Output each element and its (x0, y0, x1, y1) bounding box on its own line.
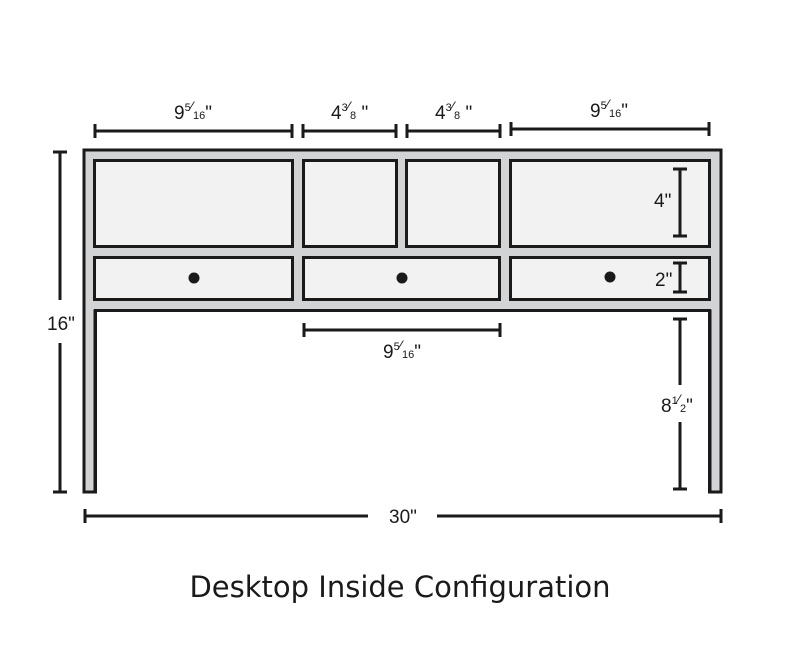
drawer-knob-icon (604, 271, 616, 283)
dim-line-leg-clearance (673, 317, 687, 491)
dim-line-overall-width (83, 509, 723, 523)
dim-label-cubby-2: 43⁄8 " (331, 98, 368, 124)
cubby-row (93, 159, 711, 248)
dim-label-cubby-1: 95⁄16" (174, 98, 212, 124)
dim-label-drawer-width: 95⁄16" (383, 337, 421, 363)
dim-label-cubby-4: 95⁄16" (590, 96, 628, 122)
dim-label-overall-width: 30" (389, 507, 417, 528)
dim-line-drawer-height (673, 261, 687, 294)
top-dimension-lines (93, 122, 711, 138)
dim-label-drawer-height: 2" (655, 270, 672, 291)
dim-line-cubby-4 (509, 122, 711, 136)
dim-line-drawer-width (302, 323, 502, 337)
dim-label-leg-clearance: 81⁄2" (661, 391, 693, 417)
dim-line-cubby-2 (301, 124, 398, 138)
dim-line-cubby-height (673, 167, 687, 238)
drawer-knob-icon (188, 272, 200, 284)
cubby-3 (405, 159, 501, 248)
cubby-1 (93, 159, 294, 248)
cubby-2 (302, 159, 398, 248)
dim-line-overall-height (53, 150, 67, 494)
dim-label-cubby-3: 43⁄8 " (435, 98, 472, 124)
drawer-knob-icon (396, 272, 408, 284)
cubby-4 (509, 159, 711, 248)
dim-line-cubby-3 (405, 124, 502, 138)
dim-line-cubby-1 (93, 124, 294, 138)
leg-opening (95, 311, 710, 501)
dim-label-overall-height: 16" (47, 314, 75, 335)
dim-label-cubby-height: 4" (654, 191, 671, 212)
diagram-title: Desktop Inside Configuration (189, 570, 610, 604)
drawer-knobs (188, 271, 616, 284)
